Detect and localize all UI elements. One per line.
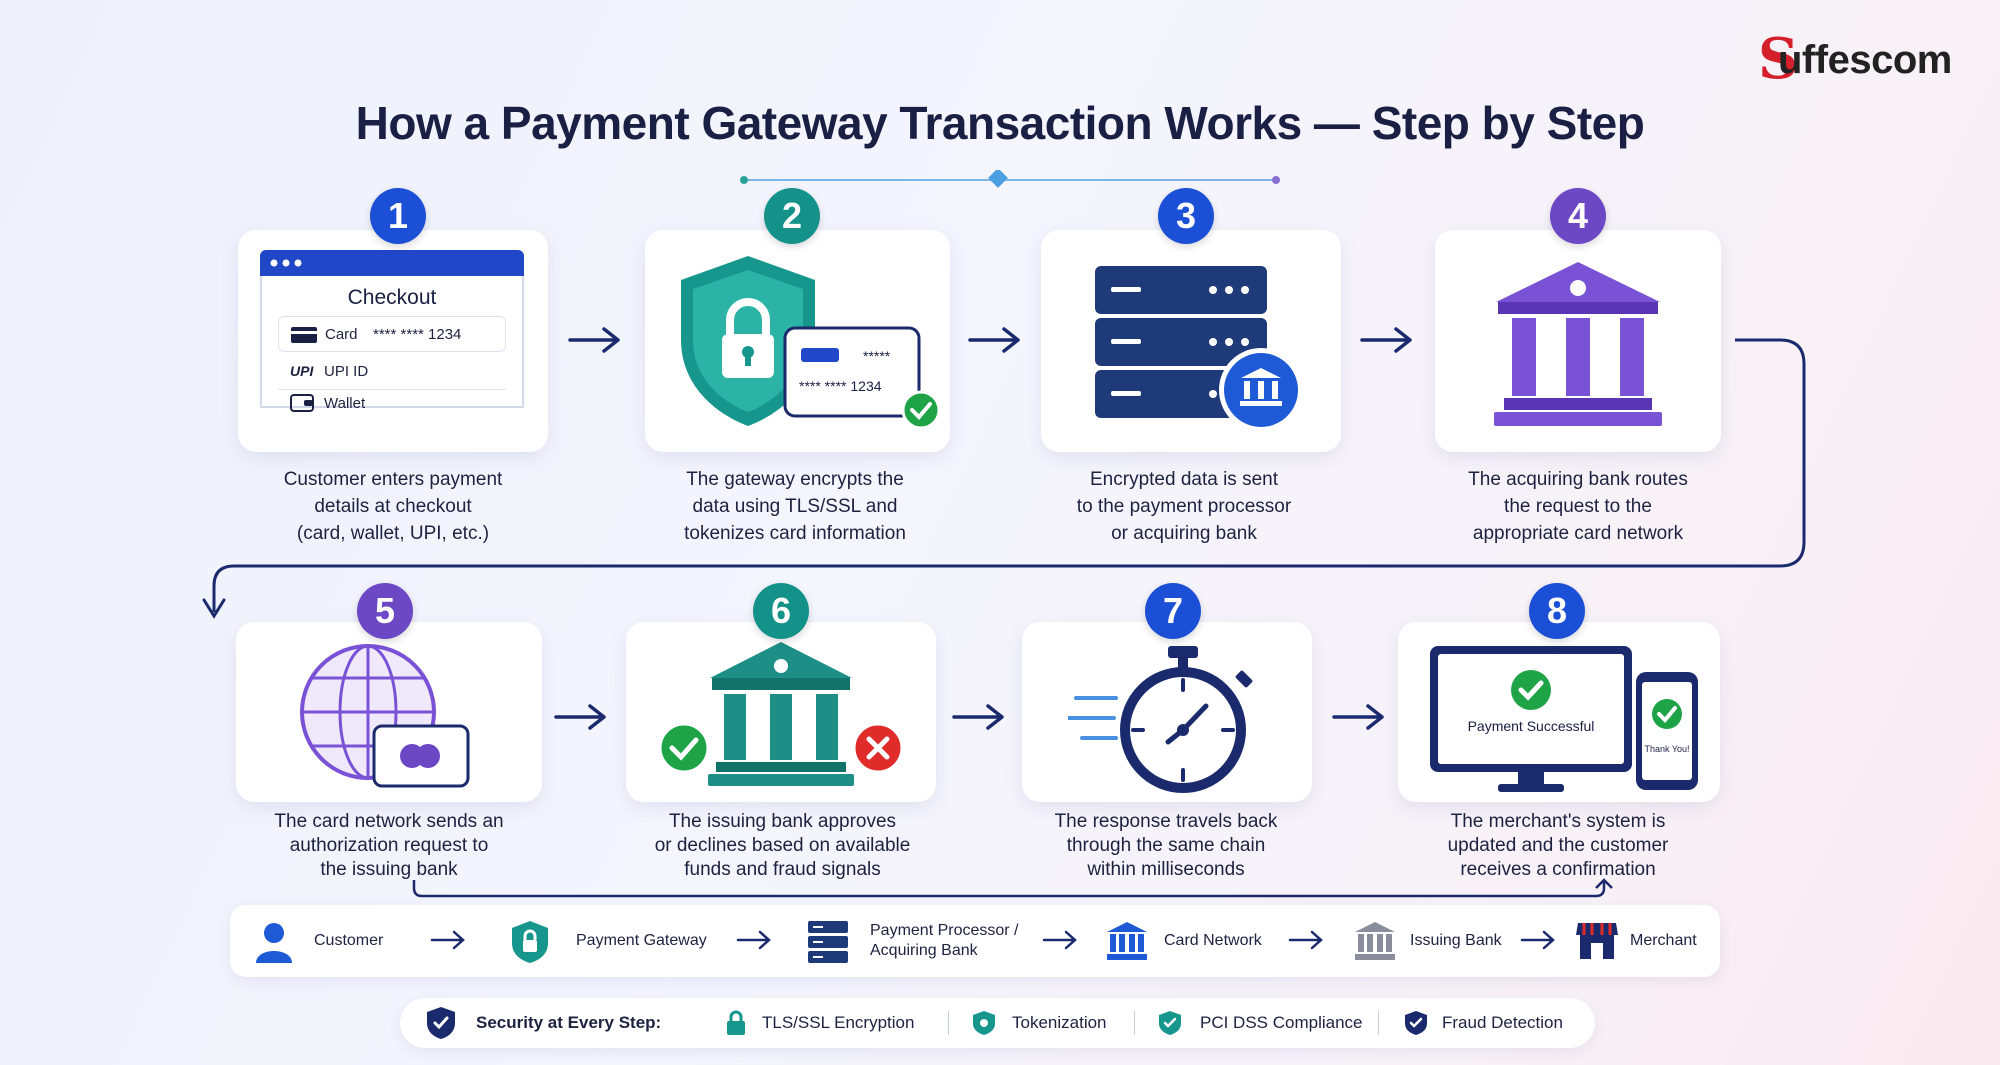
security-heading: Security at Every Step: bbox=[476, 1013, 662, 1032]
security-tls: TLS/SSL Encryption bbox=[762, 1013, 915, 1032]
wallet-icon bbox=[290, 394, 314, 412]
stopwatch-icon bbox=[1068, 646, 1253, 793]
globe-card-icon bbox=[300, 644, 470, 788]
upi-option: UPI UPI ID bbox=[278, 354, 506, 390]
thank-you-text: Thank You! bbox=[1644, 744, 1690, 754]
legend-merchant: Merchant bbox=[1630, 932, 1697, 949]
arrow-1-2 bbox=[568, 327, 620, 353]
credit-card-icon bbox=[783, 326, 921, 418]
page-title: How a Payment Gateway Transaction Works … bbox=[355, 97, 1645, 149]
step-3-badge: 3 bbox=[1158, 188, 1214, 244]
server-icon bbox=[1095, 266, 1303, 432]
arrow-7-8 bbox=[1332, 704, 1384, 730]
card-network-bank-icon bbox=[1107, 922, 1147, 960]
legend-payment-gateway: Payment Gateway bbox=[576, 932, 707, 949]
step-4-badge: 4 bbox=[1550, 188, 1606, 244]
step-3-card bbox=[1041, 230, 1341, 452]
checkout-title: Checkout bbox=[347, 286, 437, 309]
server-icon bbox=[808, 921, 848, 963]
step-5-badge: 5 bbox=[357, 583, 413, 639]
card-label: Card bbox=[325, 326, 358, 343]
checkout-window-titlebar bbox=[260, 250, 524, 276]
credit-card-icon bbox=[291, 327, 317, 343]
shield-lock-icon bbox=[681, 256, 815, 426]
shield-icon bbox=[512, 921, 548, 963]
bank-icon bbox=[1494, 262, 1662, 426]
security-fraud: Fraud Detection bbox=[1442, 1013, 1563, 1032]
arrow-icon bbox=[1042, 930, 1077, 950]
legend-issuing-bank: Issuing Bank bbox=[1410, 932, 1502, 949]
step-8-card: Payment Successful Thank You! bbox=[1398, 622, 1720, 802]
arrow-icon bbox=[1520, 930, 1555, 950]
step-8-badge: 8 bbox=[1529, 583, 1585, 639]
card-masked-top: ***** bbox=[863, 348, 891, 364]
security-bar: Security at Every Step: TLS/SSL Encrypti… bbox=[400, 998, 1595, 1048]
security-pci: PCI DSS Compliance bbox=[1200, 1013, 1363, 1032]
wallet-label: Wallet bbox=[324, 395, 366, 412]
step-1-badge: 1 bbox=[370, 188, 426, 244]
card-number: **** **** 1234 bbox=[373, 326, 462, 343]
participants-legend: Customer Payment Gateway Payment Process… bbox=[230, 905, 1720, 977]
response-return-line bbox=[412, 878, 1613, 898]
step-7-card bbox=[1022, 622, 1312, 802]
arrow-5-6 bbox=[554, 704, 606, 730]
wallet-option: Wallet bbox=[278, 386, 506, 412]
separator bbox=[948, 1011, 949, 1035]
token-shield-icon bbox=[973, 1011, 995, 1035]
payment-successful-text: Payment Successful bbox=[1467, 718, 1595, 734]
lock-icon bbox=[727, 1010, 745, 1035]
arrow-icon bbox=[1288, 930, 1323, 950]
user-icon bbox=[256, 923, 292, 963]
arrow-3-4 bbox=[1360, 327, 1412, 353]
check-circle-icon bbox=[901, 390, 941, 430]
row-wrap-connector bbox=[202, 338, 1806, 619]
arrow-2-3 bbox=[968, 327, 1020, 353]
separator bbox=[1134, 1011, 1135, 1035]
fraud-shield-icon bbox=[1405, 1011, 1427, 1035]
arrow-6-7 bbox=[952, 704, 1004, 730]
checkout-form: Checkout Card **** **** 1234 UPI UPI ID … bbox=[260, 276, 524, 412]
store-icon bbox=[1576, 923, 1618, 959]
step-1-card: Checkout Card **** **** 1234 UPI UPI ID … bbox=[238, 230, 548, 452]
upi-icon: UPI bbox=[290, 363, 314, 379]
step-6-badge: 6 bbox=[753, 583, 809, 639]
step-2-badge: 2 bbox=[764, 188, 820, 244]
separator bbox=[1378, 1011, 1379, 1035]
decline-x-icon bbox=[852, 722, 904, 774]
window-dots-icon bbox=[270, 259, 302, 267]
issuing-bank-icon bbox=[1355, 922, 1395, 960]
logo-initial: S bbox=[1758, 26, 1799, 92]
arrow-icon bbox=[430, 930, 465, 950]
approve-check-icon bbox=[658, 722, 710, 774]
arrow-icon bbox=[736, 930, 771, 950]
step-6-card bbox=[626, 622, 936, 802]
security-shield-icon bbox=[427, 1007, 455, 1039]
upi-label: UPI ID bbox=[324, 363, 369, 380]
security-tokenization: Tokenization bbox=[1012, 1013, 1107, 1032]
card-masked-number: **** **** 1234 bbox=[799, 378, 882, 394]
legend-payment-processor: Payment Processor /Acquiring Bank bbox=[870, 922, 1019, 959]
step-2-card: ***** **** **** 1234 bbox=[645, 230, 950, 452]
card-option: Card **** **** 1234 bbox=[278, 316, 506, 352]
title-divider bbox=[740, 170, 1280, 188]
legend-card-network: Card Network bbox=[1164, 932, 1262, 949]
pci-shield-icon bbox=[1159, 1011, 1181, 1035]
logo-wordmark: uffescom bbox=[1778, 38, 1952, 82]
step-7-badge: 7 bbox=[1145, 583, 1201, 639]
step-5-card bbox=[236, 622, 542, 802]
monitor-icon bbox=[1430, 646, 1632, 792]
phone-icon bbox=[1636, 672, 1698, 790]
step-4-card bbox=[1435, 230, 1721, 452]
bank-icon bbox=[708, 642, 854, 786]
legend-customer: Customer bbox=[314, 932, 384, 949]
